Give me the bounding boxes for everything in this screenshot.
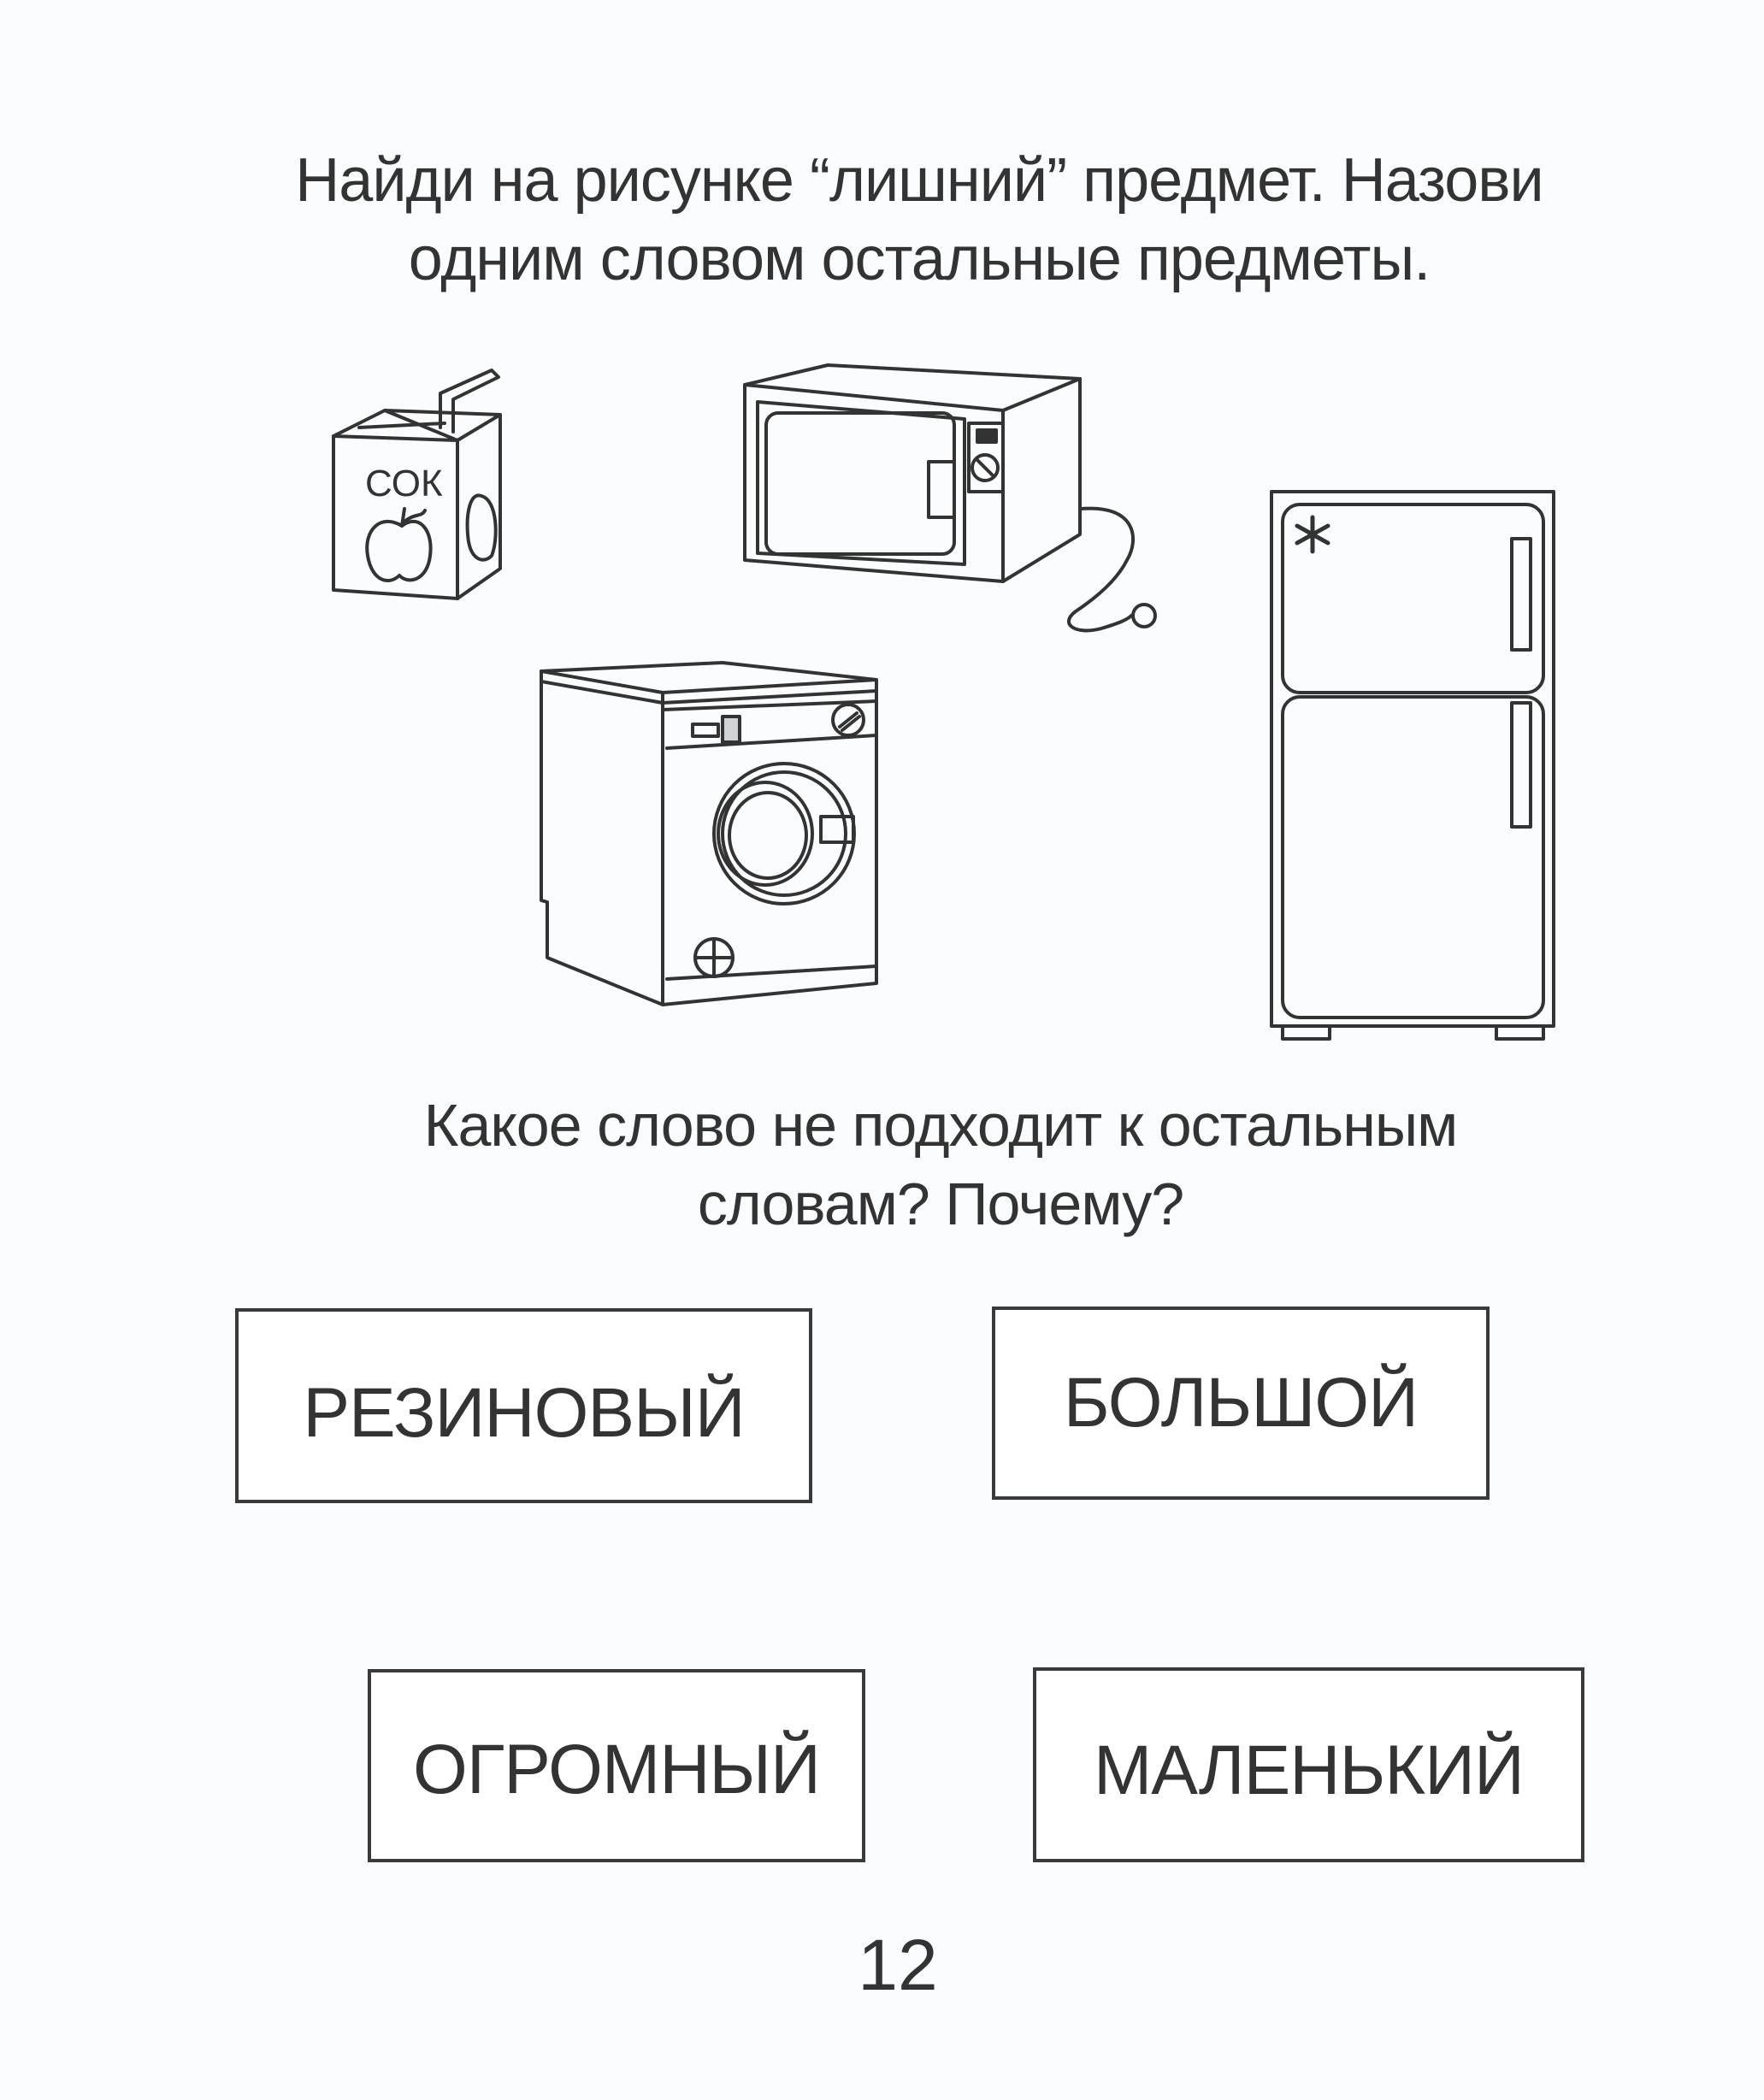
instruction-line-2: одним словом остальные предметы.	[408, 225, 1431, 293]
word-card-label: МАЛЕНЬКИЙ	[1094, 1731, 1525, 1809]
instruction-line-1: Найди на рисунке “лишний” предмет. Назов…	[295, 146, 1543, 215]
question-line-2: словам? Почему?	[697, 1171, 1184, 1237]
juice-box-picture: СОК	[329, 355, 500, 603]
washing-machine-picture	[539, 658, 881, 1022]
task2-question: Какое слово не подходит к остальным слов…	[257, 1086, 1625, 1243]
word-card-big: БОЛЬШОЙ	[992, 1307, 1490, 1500]
task1-instruction: Найди на рисунке “лишний” предмет. Назов…	[171, 141, 1667, 298]
question-line-1: Какое слово не подходит к остальным	[423, 1092, 1459, 1159]
word-card-rubber: РЕЗИНОВЫЙ	[235, 1308, 812, 1503]
word-card-huge: ОГРОМНЫЙ	[368, 1669, 865, 1862]
microwave-picture	[742, 363, 1153, 646]
word-card-small: МАЛЕНЬКИЙ	[1033, 1667, 1584, 1862]
page-number: 12	[858, 1925, 938, 2005]
refrigerator-picture	[1270, 487, 1560, 1047]
word-card-label: БОЛЬШОЙ	[1063, 1364, 1419, 1442]
word-card-label: РЕЗИНОВЫЙ	[303, 1374, 745, 1452]
snowflake-icon	[1297, 517, 1328, 552]
word-card-label: ОГРОМНЫЙ	[413, 1731, 821, 1808]
juice-label: СОК	[365, 463, 443, 504]
